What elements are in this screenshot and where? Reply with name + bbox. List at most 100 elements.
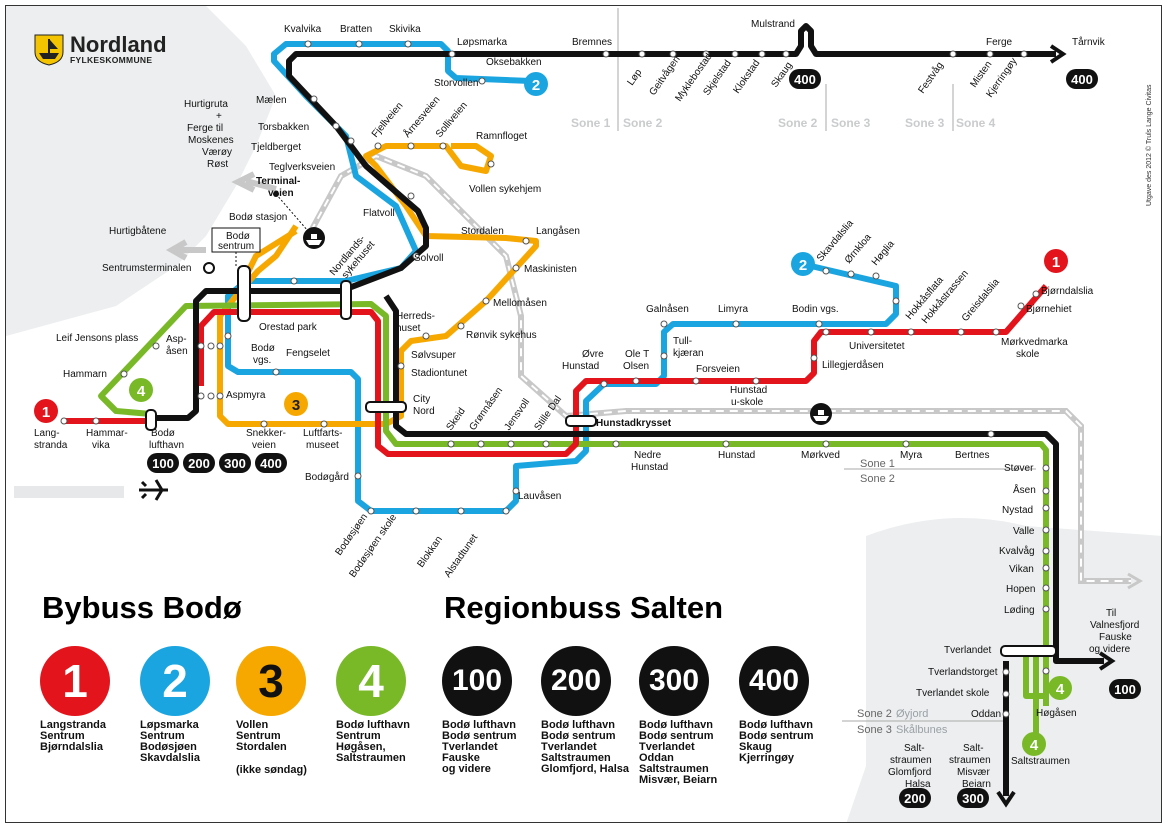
stop-dot <box>304 40 312 48</box>
stop-label: skole <box>1016 349 1040 360</box>
stop-label: Hammarn <box>63 369 107 380</box>
stop-label: Oddan <box>971 709 1001 720</box>
stop-dot <box>1042 526 1050 534</box>
stop-dot <box>600 380 608 388</box>
stop-dot <box>602 50 610 58</box>
stop-label: Øvre <box>582 349 604 360</box>
badge-text: 4 <box>137 383 146 400</box>
stop-dot <box>872 272 880 280</box>
stop-dot <box>152 342 160 350</box>
route-badge <box>789 69 821 89</box>
region-arrow-fauske <box>1098 651 1116 671</box>
stop-dot <box>669 50 677 58</box>
stop-dot <box>457 322 465 330</box>
route-circle: 400 <box>739 646 809 716</box>
stop-label: Herreds- <box>396 311 435 322</box>
stop-label: Høgåsen <box>1036 707 1077 719</box>
stop-dot <box>207 392 215 400</box>
zone-label: Sone 1 <box>860 458 895 470</box>
stop-dot <box>1042 584 1050 592</box>
stop-dot <box>347 137 355 145</box>
stop-label: straumen <box>949 755 991 766</box>
stop-dot <box>731 50 739 58</box>
badge-text: 100 <box>1114 682 1136 697</box>
stop-label: Blokkan <box>415 534 444 569</box>
stop-label: sentrum <box>218 241 254 252</box>
zone-label: Sone 3 <box>831 116 871 130</box>
stop-dot <box>752 377 760 385</box>
grey-arrow-icon <box>231 171 277 193</box>
stop-dot <box>1042 667 1050 675</box>
stop-dot <box>367 507 375 515</box>
stop-label: Oksebakken <box>486 57 542 68</box>
stop-dot <box>92 417 100 425</box>
hub-markers <box>145 262 1057 657</box>
sentrum-box <box>211 227 261 253</box>
stop-label: Tverlandstorget <box>928 667 998 678</box>
stop-dot <box>404 40 412 48</box>
route-circle: 2 <box>140 646 210 716</box>
stop-dot <box>660 320 668 328</box>
stop-label: Til <box>1106 608 1116 619</box>
stop-label: huset <box>396 323 421 334</box>
route-badge <box>957 788 989 808</box>
stop-dot <box>992 328 1000 336</box>
stop-label: straumen <box>890 755 932 766</box>
stop-label: Skeid <box>444 406 467 433</box>
stop-label: Bratten <box>340 24 372 35</box>
stop-label: Hunstad <box>718 450 755 461</box>
bybuss-title: Bybuss Bodø <box>42 590 242 625</box>
airplane-icon <box>139 479 168 501</box>
route-circle: 200 <box>541 646 611 716</box>
hub-nordlandssykehuset <box>340 280 352 320</box>
route-4-lufthavn <box>98 393 152 417</box>
stop-label: u-skole <box>731 397 764 408</box>
stop-label: Hunstad <box>730 385 767 396</box>
stop-label: Røst <box>207 159 228 170</box>
route-circle: 100 <box>442 646 512 716</box>
stop-label: vgs. <box>253 355 271 366</box>
stop-dot <box>320 420 328 428</box>
stop-label: Hurtigruta <box>184 99 228 110</box>
route-badge <box>284 392 308 416</box>
route-4-line <box>98 301 1049 706</box>
route-map: Sone 1 Sone 2 Sone 2 Sone 3 Sone 3 Sone … <box>6 6 1161 822</box>
stop-label: Torsbakken <box>258 122 309 133</box>
stop-label: Salt- <box>963 743 984 754</box>
stop-label: Leif Jensons plass <box>56 333 138 344</box>
route-circle: 3 <box>236 646 306 716</box>
stop-dot <box>260 420 268 428</box>
badge-text: 4 <box>1056 681 1065 698</box>
grey-arrow-icon <box>165 239 206 261</box>
stop-label: Løpsmarka <box>457 37 507 48</box>
stop-dot <box>847 270 855 278</box>
stop-dot <box>407 142 415 150</box>
stop-dot <box>197 342 205 350</box>
stop-dot <box>1042 504 1050 512</box>
hub-sentrum <box>237 265 251 322</box>
stop-dot <box>457 507 465 515</box>
stop-label: Nedre <box>634 450 662 461</box>
stop-label: Misvær <box>957 767 990 778</box>
badge-text: 1 <box>1052 254 1060 271</box>
stop-dot <box>422 332 430 340</box>
stop-label: Mørkved <box>801 450 840 461</box>
stop-dot <box>477 440 485 448</box>
stop-label: Bodin vgs. <box>792 304 839 315</box>
stop-dot <box>216 342 224 350</box>
stop-label: Limyra <box>718 304 748 315</box>
ferry-icon <box>303 227 325 249</box>
stop-dot <box>638 50 646 58</box>
stop-label: Bodø stasjon <box>229 212 287 223</box>
stop-dot <box>512 264 520 272</box>
route-circle: 1 <box>40 646 110 716</box>
stop-label: Hunstad <box>631 462 668 473</box>
stop-label: Mælen <box>256 95 287 106</box>
stop-dot <box>810 354 818 362</box>
